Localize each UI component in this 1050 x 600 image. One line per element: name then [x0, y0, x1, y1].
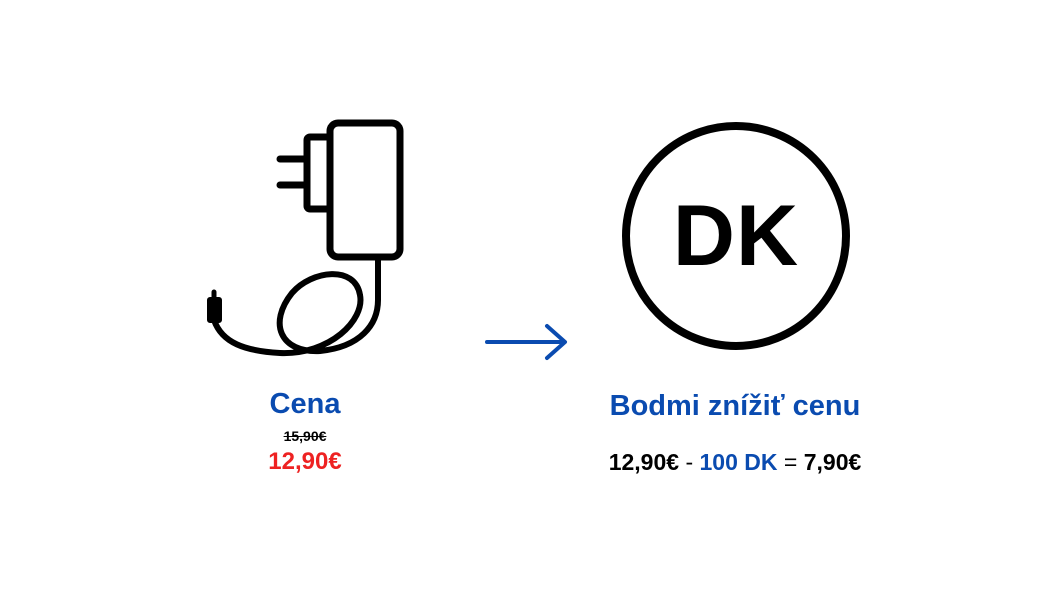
- equation-points: 100 DK: [699, 449, 778, 475]
- new-price: 12,90€: [268, 448, 342, 475]
- old-price: 15,90€: [283, 428, 327, 444]
- dk-badge-text: DK: [672, 188, 800, 284]
- charger-icon: [207, 119, 404, 357]
- price-label: Cena: [269, 388, 341, 420]
- equation-equals: =: [783, 449, 798, 475]
- price-equation: 12,90€ - 100 DK = 7,90€: [560, 451, 910, 474]
- dk-points-badge: DK: [622, 122, 850, 350]
- equation-price: 12,90€: [608, 449, 680, 475]
- equation-result: 7,90€: [803, 449, 862, 475]
- equation-minus: -: [685, 449, 694, 475]
- arrow-right-icon: [485, 324, 567, 360]
- reduce-price-label: Bodmi znížiť cenu: [609, 390, 861, 422]
